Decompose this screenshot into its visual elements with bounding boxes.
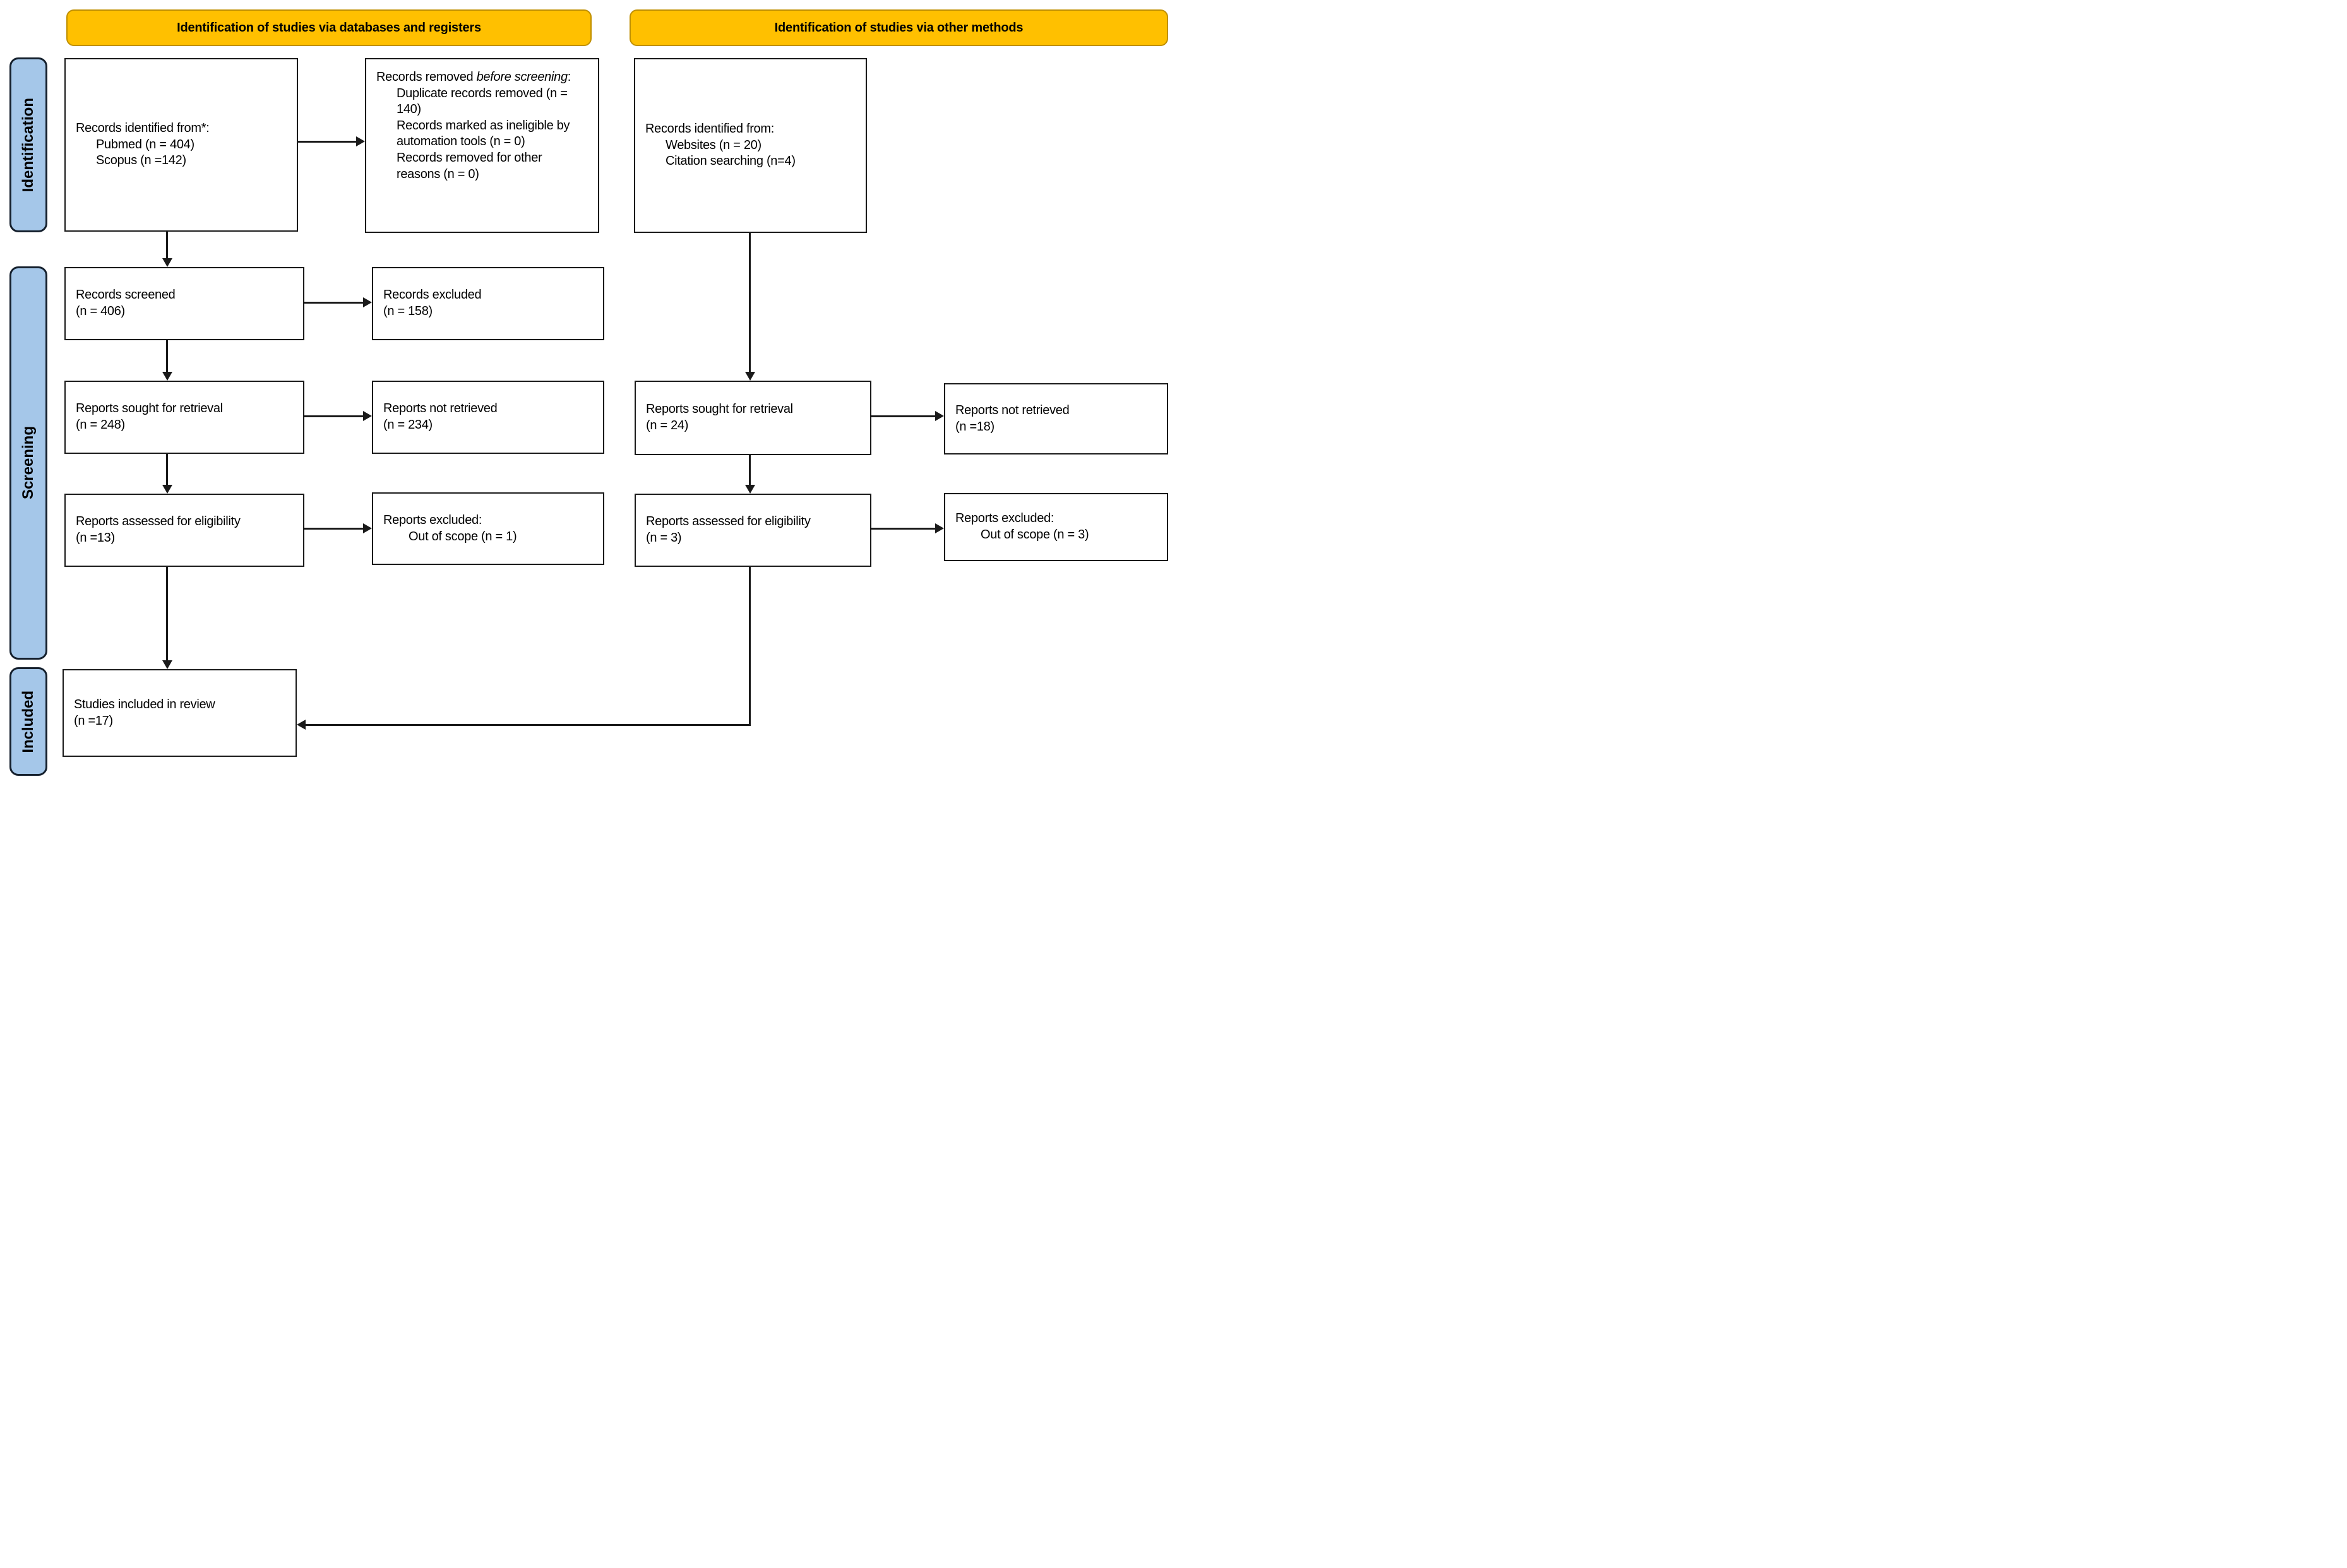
arrow-right-icon xyxy=(935,411,944,421)
box-line: (n = 158) xyxy=(383,304,433,318)
title-suffix: : xyxy=(567,70,571,84)
stage-identification-label: Identification xyxy=(20,97,37,193)
box-line: (n =18) xyxy=(955,419,994,434)
flow-line xyxy=(298,141,356,143)
banner-databases-registers: Identification of studies via databases … xyxy=(66,9,592,46)
box-item: Citation searching (n=4) xyxy=(666,154,796,169)
title-prefix: Records removed xyxy=(376,70,477,84)
box-line: Records excluded xyxy=(383,288,482,302)
box-line: (n = 406) xyxy=(76,304,125,318)
box-item: Out of scope (n = 3) xyxy=(981,528,1089,542)
box-title: Reports excluded: xyxy=(383,513,482,527)
box-reports-excluded-databases: Reports excluded: Out of scope (n = 1) xyxy=(372,492,604,565)
box-records-screened: Records screened (n = 406) xyxy=(64,267,304,340)
banner-other-methods-label: Identification of studies via other meth… xyxy=(774,20,1024,35)
flow-line xyxy=(166,567,168,661)
box-line: Reports not retrieved xyxy=(383,401,498,416)
box-studies-included: Studies included in review (n =17) xyxy=(63,669,297,757)
arrow-down-icon xyxy=(162,485,172,494)
box-line: Records screened xyxy=(76,288,176,302)
box-line: Reports sought for retrieval xyxy=(646,402,793,417)
box-reports-sought-databases: Reports sought for retrieval (n = 248) xyxy=(64,381,304,454)
box-line: Reports not retrieved xyxy=(955,403,1070,417)
title-italic: before screening xyxy=(476,70,568,84)
box-reports-not-retrieved-other: Reports not retrieved (n =18) xyxy=(944,383,1168,454)
flow-line xyxy=(166,454,168,485)
box-records-identified-other: Records identified from: Websites (n = 2… xyxy=(634,58,867,233)
arrow-right-icon xyxy=(935,523,944,533)
arrow-down-icon xyxy=(162,372,172,381)
banner-other-methods: Identification of studies via other meth… xyxy=(630,9,1168,46)
arrow-right-icon xyxy=(356,136,365,146)
box-reports-assessed-other: Reports assessed for eligibility (n = 3) xyxy=(635,494,871,567)
box-records-excluded: Records excluded (n = 158) xyxy=(372,267,604,340)
box-item: Records marked as ineligible by automati… xyxy=(397,118,570,149)
prisma-flow-diagram: Identification of studies via databases … xyxy=(0,0,1174,784)
box-line: (n = 3) xyxy=(646,531,682,545)
box-item: Scopus (n =142) xyxy=(96,153,186,168)
arrow-right-icon xyxy=(363,297,372,307)
arrow-down-icon xyxy=(745,372,755,381)
box-line: (n =13) xyxy=(76,531,115,545)
flow-line xyxy=(304,528,364,530)
box-item: Duplicate records removed (n = 140) xyxy=(397,86,568,117)
box-line: Reports sought for retrieval xyxy=(76,401,223,416)
flow-line xyxy=(166,340,168,372)
box-line: (n = 234) xyxy=(383,418,433,432)
box-title: Records removed before screening: xyxy=(376,69,588,86)
box-item: Websites (n = 20) xyxy=(666,138,761,152)
box-title: Records identified from: xyxy=(645,122,775,136)
flow-line xyxy=(749,455,751,485)
box-records-removed-before-screening: Records removed before screening: Duplic… xyxy=(365,58,599,233)
box-reports-assessed-databases: Reports assessed for eligibility (n =13) xyxy=(64,494,304,567)
flow-line xyxy=(749,233,751,372)
flow-line xyxy=(871,528,936,530)
flow-line xyxy=(306,724,751,726)
flow-line xyxy=(304,302,364,304)
box-title: Records identified from*: xyxy=(76,121,210,136)
box-records-identified-databases: Records identified from*: Pubmed (n = 40… xyxy=(64,58,298,232)
flow-line xyxy=(871,415,936,417)
stage-identification: Identification xyxy=(9,57,47,232)
arrow-right-icon xyxy=(363,411,372,421)
arrow-down-icon xyxy=(745,485,755,494)
box-line: (n =17) xyxy=(74,713,113,728)
box-item: Records removed for other reasons (n = 0… xyxy=(397,150,542,181)
stage-screening-label: Screening xyxy=(20,426,37,500)
box-reports-not-retrieved-databases: Reports not retrieved (n = 234) xyxy=(372,381,604,454)
box-reports-sought-other: Reports sought for retrieval (n = 24) xyxy=(635,381,871,455)
arrow-down-icon xyxy=(162,258,172,267)
box-line: Reports assessed for eligibility xyxy=(646,514,811,529)
box-item: Out of scope (n = 1) xyxy=(409,529,517,543)
arrow-left-icon xyxy=(297,720,306,730)
box-title: Reports excluded: xyxy=(955,511,1054,526)
banner-databases-registers-label: Identification of studies via databases … xyxy=(177,20,481,35)
arrow-down-icon xyxy=(162,660,172,669)
box-line: Studies included in review xyxy=(74,697,215,711)
flow-line xyxy=(749,567,751,726)
box-line: (n = 24) xyxy=(646,419,689,432)
arrow-right-icon xyxy=(363,523,372,533)
stage-included: Included xyxy=(9,667,47,776)
stage-screening: Screening xyxy=(9,266,47,660)
flow-line xyxy=(304,415,364,417)
box-item: Pubmed (n = 404) xyxy=(96,137,194,151)
box-reports-excluded-other: Reports excluded: Out of scope (n = 3) xyxy=(944,493,1168,561)
flow-line xyxy=(166,232,168,259)
box-line: (n = 248) xyxy=(76,418,125,432)
stage-included-label: Included xyxy=(20,690,37,753)
box-line: Reports assessed for eligibility xyxy=(76,514,241,529)
